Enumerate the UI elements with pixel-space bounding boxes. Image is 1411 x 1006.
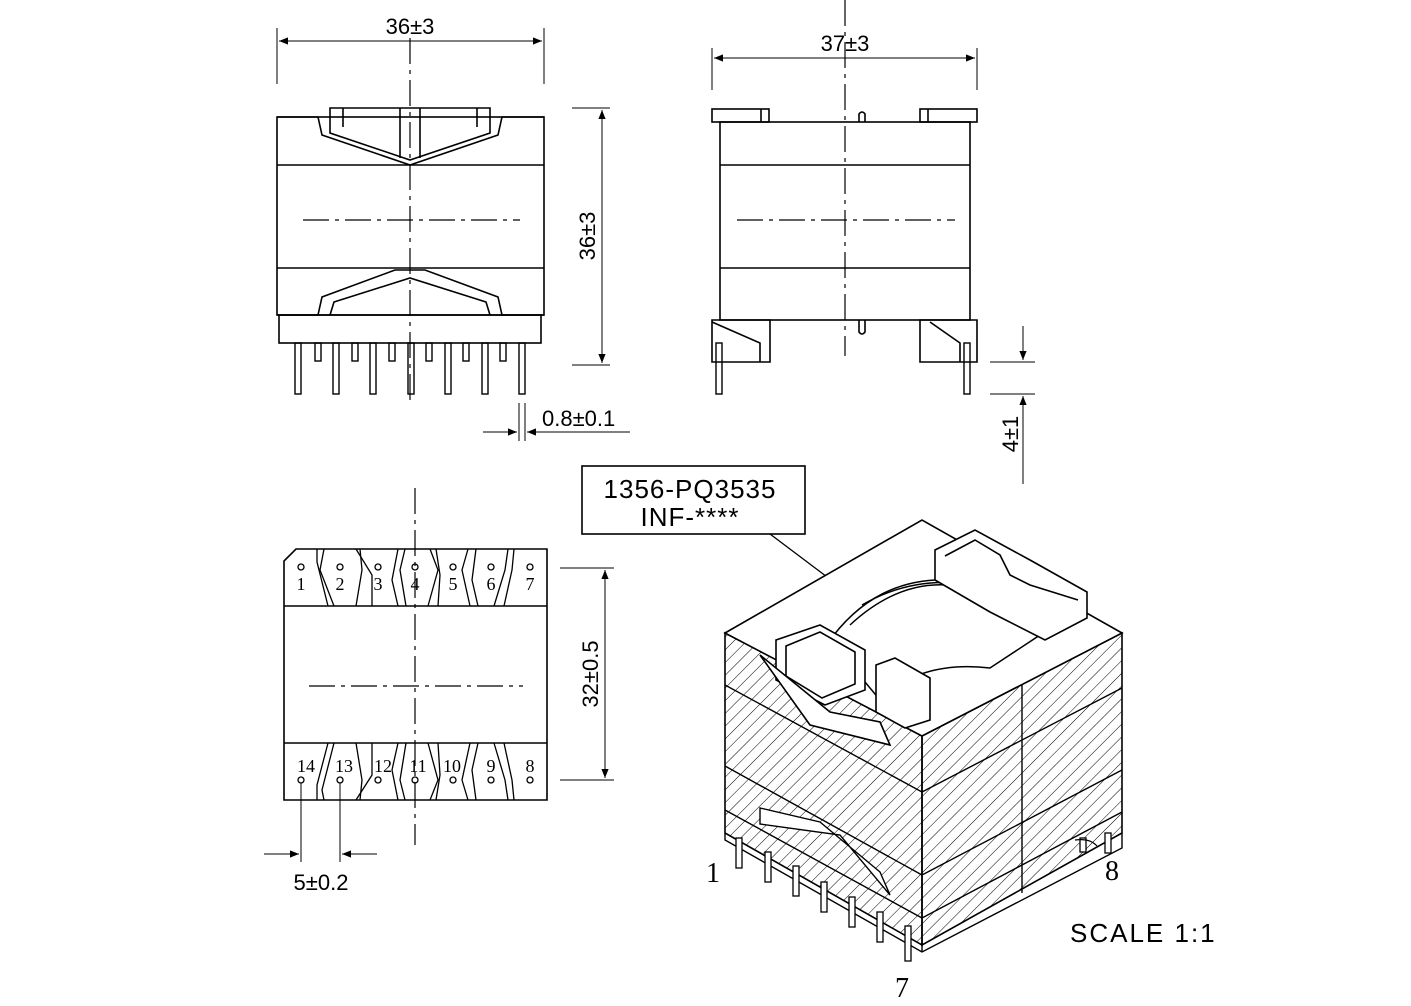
iso-pin-7-label: 7 <box>895 973 909 1004</box>
pin-number: 8 <box>526 756 535 776</box>
iso-pin-1-label: 1 <box>706 858 720 889</box>
pin-number: 14 <box>297 756 315 776</box>
front-view <box>276 28 630 441</box>
pin-number: 13 <box>335 756 353 776</box>
isometric-view <box>723 519 1124 962</box>
dim-bottom-height: 32±0.5 <box>578 640 603 707</box>
dim-pin-thickness: 0.8±0.1 <box>542 406 615 431</box>
dim-side-width: 37±3 <box>821 31 870 56</box>
iso-pin-8-label: 8 <box>1105 856 1119 887</box>
pin-number: 5 <box>449 574 458 594</box>
pin-number: 7 <box>526 574 535 594</box>
dim-front-height: 36±3 <box>575 212 600 261</box>
dim-front-width: 36±3 <box>386 14 435 39</box>
label-line-1: 1356-PQ3535 <box>604 474 777 504</box>
pin-number: 2 <box>336 574 345 594</box>
pin-number: 10 <box>443 756 461 776</box>
pin-number: 1 <box>297 574 306 594</box>
pin-numbers-top: 1 2 3 4 5 6 7 <box>297 574 535 594</box>
dim-pin-pitch: 5±0.2 <box>294 870 349 895</box>
pin-number: 11 <box>409 756 426 776</box>
pin-number: 3 <box>374 574 383 594</box>
label-box <box>581 465 806 535</box>
pin-number: 4 <box>411 574 420 594</box>
pin-numbers-bottom: 14 13 12 11 10 9 8 <box>297 756 535 776</box>
pin-number: 9 <box>487 756 496 776</box>
scale-label: SCALE 1:1 <box>1070 918 1217 948</box>
pin-number: 12 <box>374 756 392 776</box>
bottom-view <box>264 488 614 862</box>
label-line-2: INF-**** <box>640 502 739 532</box>
pin-number: 6 <box>487 574 496 594</box>
side-view <box>711 0 1035 484</box>
dim-pin-length: 4±1 <box>998 416 1023 453</box>
